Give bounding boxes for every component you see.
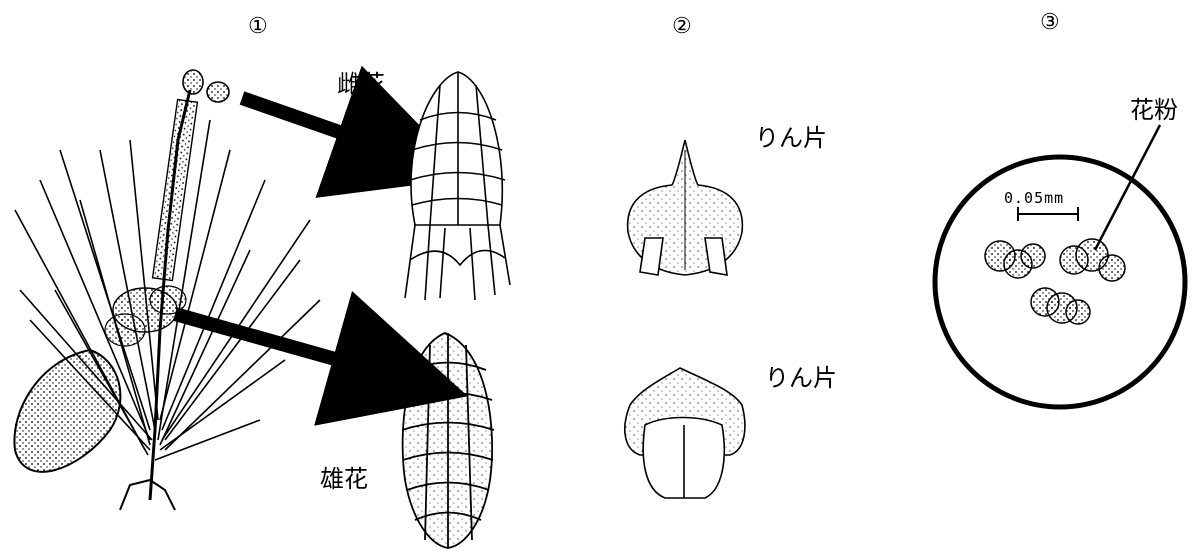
arrow-to-female-flower [242, 98, 365, 141]
female-flower-drawing [405, 72, 510, 300]
pollen-label: 花粉 [1130, 98, 1178, 122]
male-flower-drawing [402, 333, 494, 548]
scale-label-bottom: りん片 [765, 366, 837, 390]
scale-bar-label: 0.05mm [1004, 191, 1064, 206]
female-flower-label: 雌花 [337, 72, 385, 96]
panel-number-3: ③ [1040, 12, 1060, 34]
male-flower-label: 雄花 [320, 467, 368, 491]
scale-label-top: りん片 [755, 126, 827, 150]
pine-branch [14, 70, 320, 510]
female-scale-drawing [628, 140, 743, 275]
male-scale-drawing [625, 368, 745, 498]
arrow-to-male-flower [175, 314, 360, 366]
panel-number-1: ① [248, 16, 268, 38]
panel-number-2: ② [672, 16, 692, 38]
